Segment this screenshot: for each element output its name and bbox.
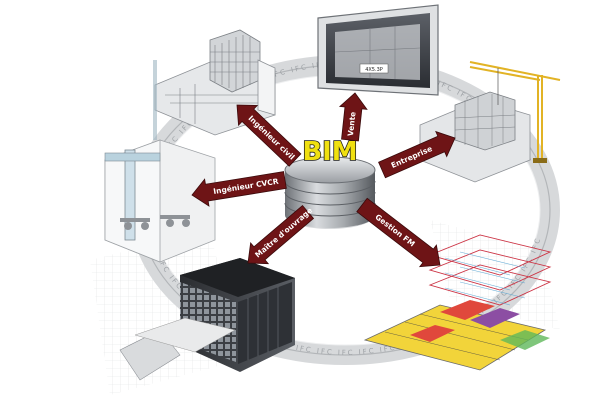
arrow-vente: Vente — [338, 92, 368, 142]
arrow-shape — [338, 92, 368, 142]
arrow-maitre-ouvrage: Maître d'ouvrage — [247, 204, 315, 265]
arrow-label-maitre-ouvrage: Maître d'ouvrage — [253, 206, 314, 260]
bim-label: BIM — [302, 137, 357, 167]
screen-caption: 4X5.3P — [365, 67, 383, 73]
arrow-label-ingenieur-civil: Ingénieur civil — [246, 114, 296, 162]
arrow-label-vente: Vente — [346, 111, 358, 136]
construction-crane-illustration — [419, 61, 561, 183]
arrow-shape — [378, 130, 456, 179]
screen-illustration: 4X5.3P — [317, 4, 439, 96]
hvac-room-illustration — [104, 60, 216, 263]
arrow-shape — [191, 171, 287, 207]
floorplan-stack-illustration — [363, 234, 552, 371]
arrow-shape — [236, 104, 302, 167]
crane — [469, 61, 561, 160]
arrow-shape — [247, 204, 315, 265]
arrow-ingenieur-cvcr: Ingénieur CVCR — [191, 171, 287, 207]
arrow-label-gestion-fm: Gestion FM — [373, 212, 416, 248]
arrow-shape — [356, 197, 441, 268]
glass-building-illustration — [119, 258, 295, 381]
